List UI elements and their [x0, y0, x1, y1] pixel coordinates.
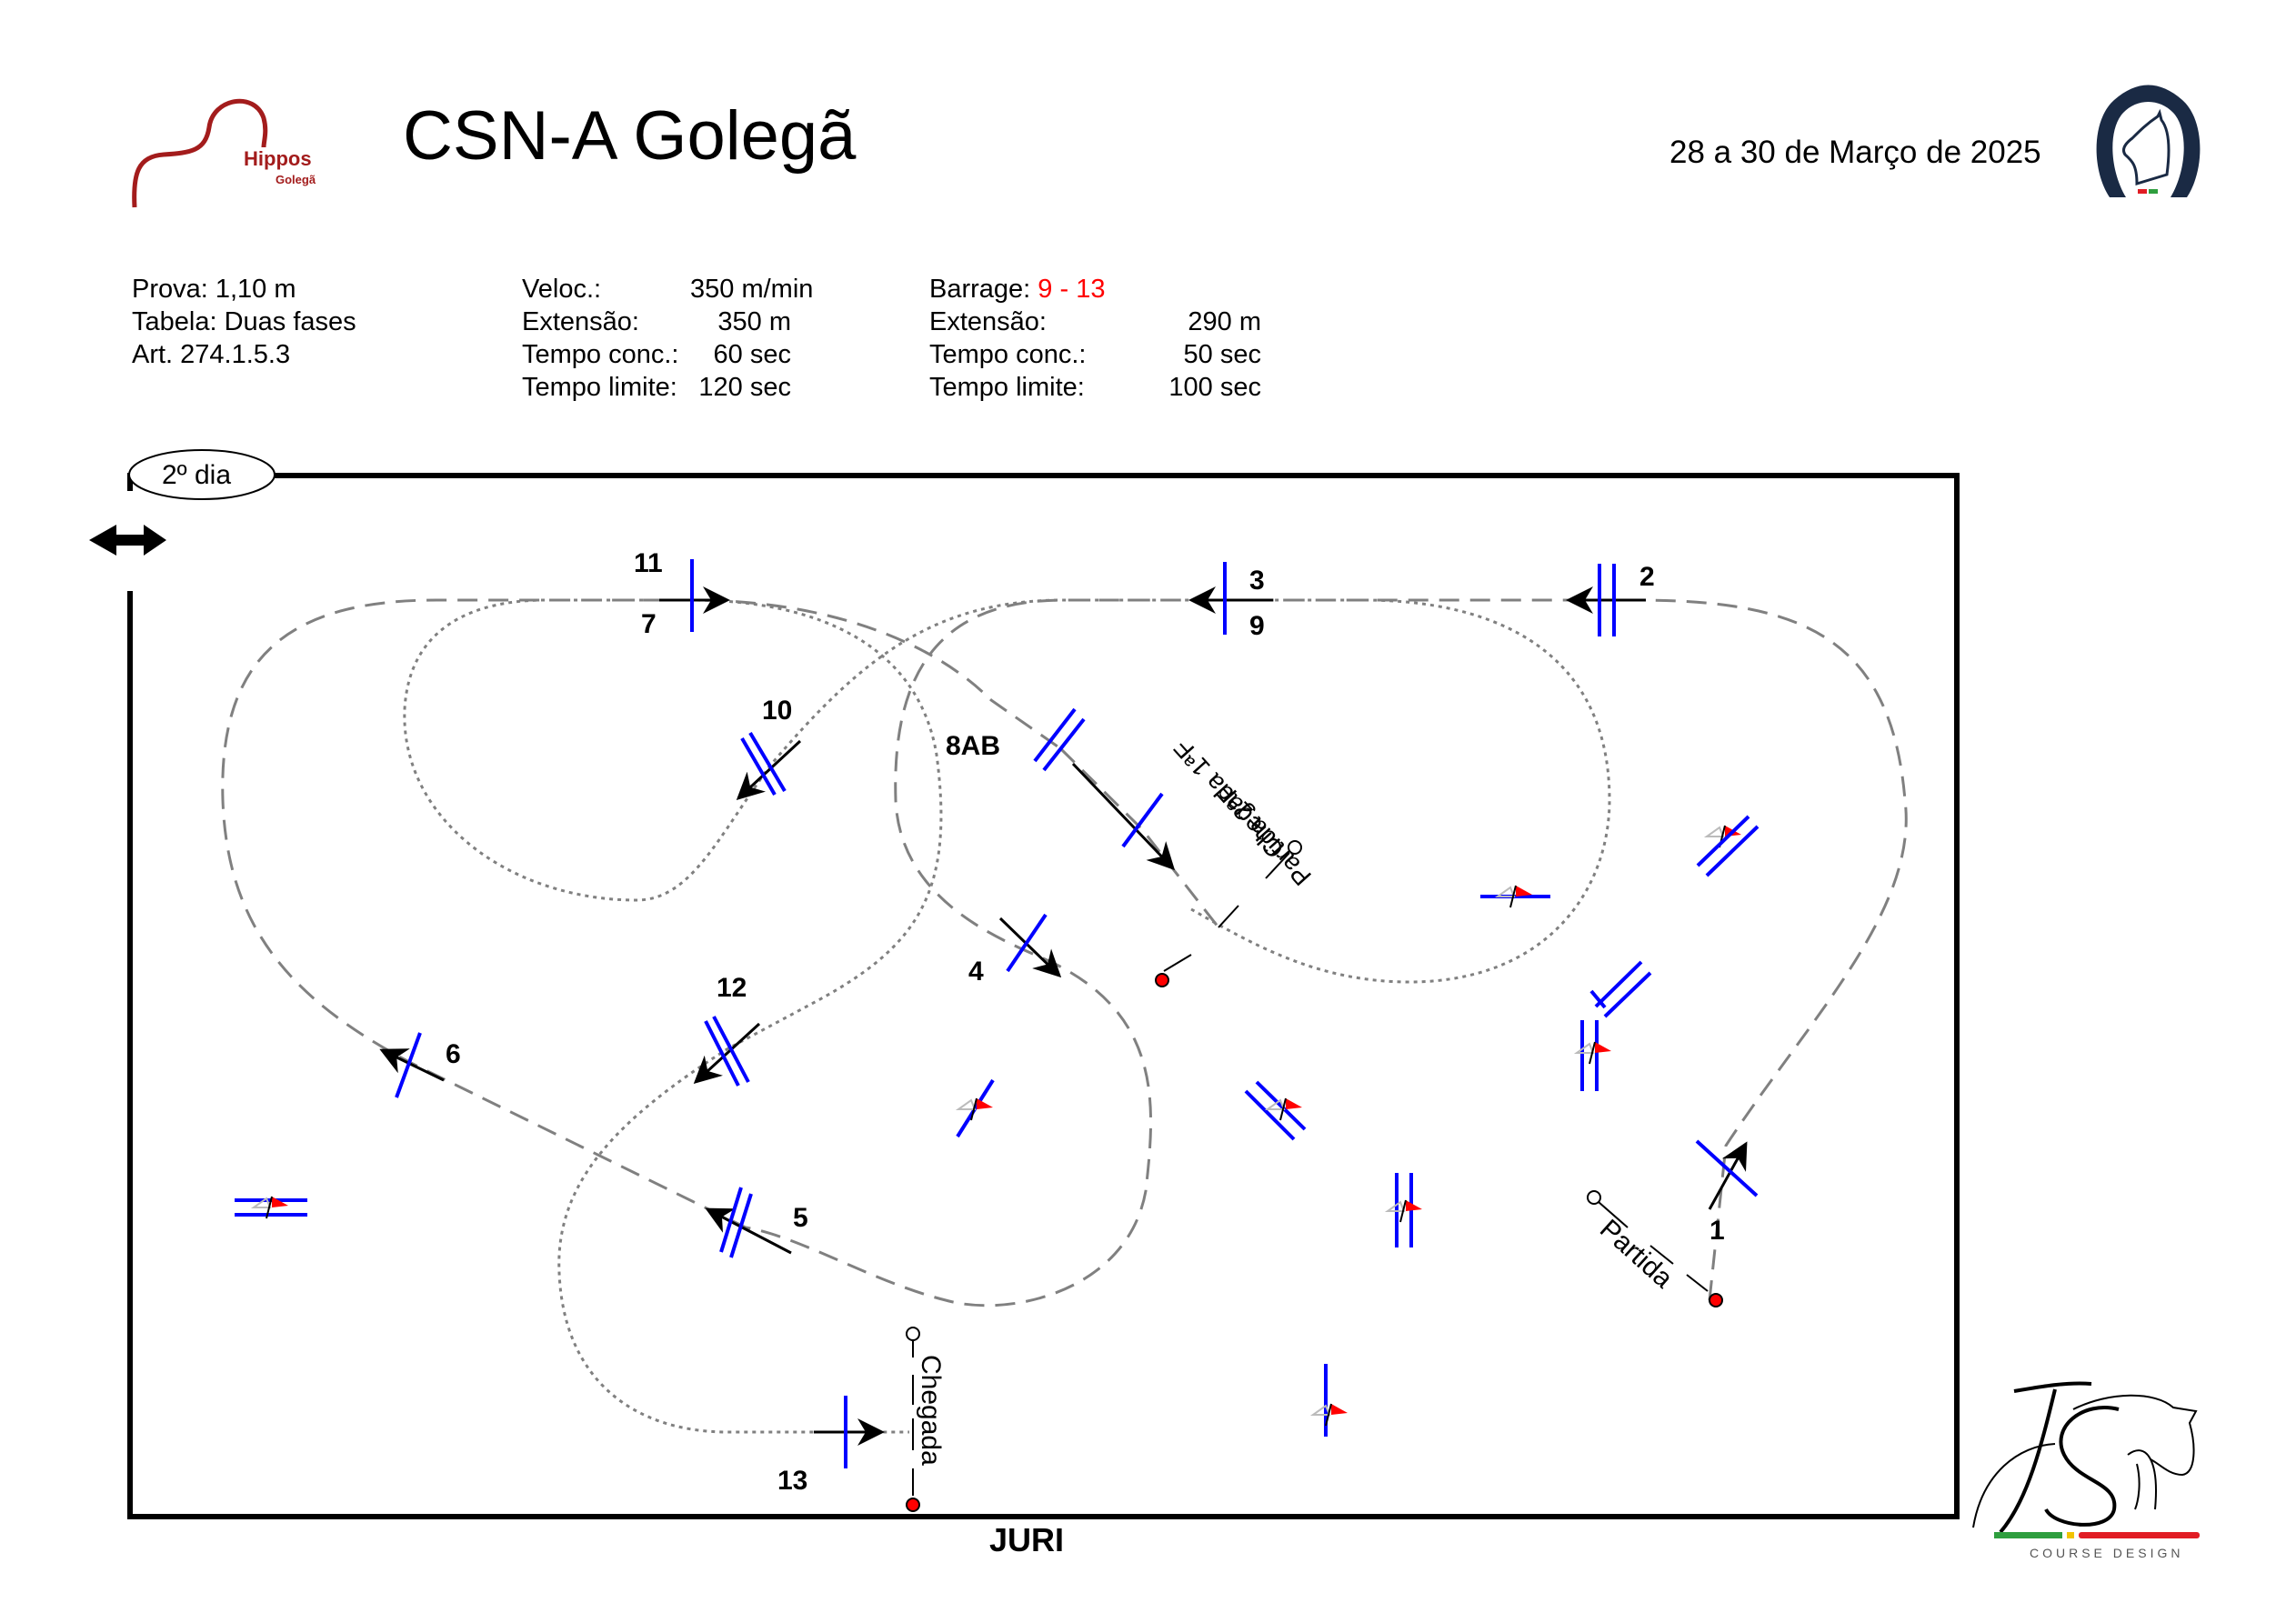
value: 60 sec	[713, 340, 791, 369]
label: Veloc.:	[522, 275, 602, 304]
finish-label: Chegada	[916, 1355, 946, 1466]
flag-icon	[955, 1097, 993, 1121]
fence-6[interactable]	[395, 1032, 422, 1098]
flag-icon	[250, 1196, 288, 1219]
spare-fence	[1696, 815, 1760, 877]
flag-icon	[1309, 1403, 1348, 1427]
fence-12[interactable]	[704, 1016, 750, 1087]
spare-fence	[1244, 1080, 1307, 1141]
finish1-start2-line	[1155, 840, 1302, 987]
spare-fence	[1589, 960, 1652, 1018]
arrow-fence-4	[998, 917, 1062, 978]
label: Extensão:	[929, 307, 1047, 336]
fence-label-13: 13	[777, 1466, 808, 1496]
label: Tempo limite:	[929, 373, 1085, 402]
arena-wall	[127, 473, 1960, 1519]
js-course-design-logo-icon	[1972, 1381, 2200, 1538]
fence-label-11: 11	[634, 548, 663, 578]
fence-10[interactable]	[740, 731, 787, 796]
fence-label-6: 6	[446, 1039, 461, 1069]
fence-5[interactable]	[719, 1187, 753, 1258]
arrow-fence-10	[736, 739, 802, 801]
arrow-fence-6	[379, 1048, 445, 1082]
page-title: CSN-A Golegã	[403, 97, 857, 175]
flag-icon	[1573, 1041, 1611, 1065]
fence-label-1: 1	[1709, 1216, 1725, 1246]
info-row-time-limit: Tempo limite: 100 sec	[929, 371, 1261, 404]
fence-1[interactable]	[1695, 1139, 1759, 1197]
barrage-fences: 9 - 13	[1038, 275, 1106, 304]
day-label: 2º dia	[162, 460, 232, 490]
value: 350 m	[717, 307, 791, 336]
flag-icon	[1384, 1199, 1422, 1223]
spare-fence	[1580, 1020, 1599, 1091]
info-article: Art. 274.1.5.3	[132, 340, 291, 369]
js-course-design-logo: COURSE DESIGN	[1964, 1373, 2228, 1582]
value: 290 m	[1188, 307, 1261, 336]
info-row-time-allowed: Tempo conc.: 60 sec	[522, 338, 791, 371]
fence-label-8ab: 8AB	[946, 731, 1001, 761]
hippos-logo-icon	[132, 98, 268, 208]
fence-label-4: 4	[968, 957, 984, 987]
jury-label: JURI	[989, 1521, 1065, 1558]
jumpoff-info: Barrage: 9 - 13 Extensão: 290 m Tempo con…	[929, 273, 1261, 404]
label: Tempo conc.:	[522, 340, 679, 369]
hippos-logo: Hippos Golegã	[127, 91, 346, 214]
hippos-logo-sub: Golegã	[276, 173, 316, 186]
fence-label-12: 12	[717, 973, 747, 1003]
event-date: 28 a 30 de Março de 2025	[1669, 135, 2041, 170]
fence-label-10: 10	[762, 696, 793, 726]
value: 120 sec	[698, 373, 791, 402]
fence-label-3: 3	[1249, 566, 1265, 596]
value: 50 sec	[1183, 340, 1261, 369]
info-prova: Prova: 1,10 m	[132, 275, 296, 304]
fence-2[interactable]	[1598, 564, 1616, 636]
route-phase1	[221, 598, 1908, 1307]
label: Extensão:	[522, 307, 639, 336]
fep-horse-logo-icon	[2096, 85, 2201, 197]
fence-label-9: 9	[1249, 611, 1265, 641]
info-row-barrage: Barrage: 9 - 13	[929, 273, 1261, 306]
flag-icon	[1264, 1097, 1302, 1121]
hippos-logo-name: Hippos	[244, 147, 312, 170]
fence-4[interactable]	[1006, 913, 1048, 973]
fep-logo	[2087, 84, 2210, 206]
arrow-fence-1	[1708, 1141, 1748, 1210]
start-line	[1587, 1190, 1723, 1307]
fence-8b[interactable]	[1121, 792, 1164, 848]
finish-line	[906, 1327, 920, 1512]
fence-8a[interactable]	[1033, 707, 1086, 772]
double-arrow-icon	[89, 525, 166, 556]
arrow-fence-12	[693, 1022, 761, 1085]
info-row-time-limit: Tempo limite: 120 sec	[522, 371, 791, 404]
value: 100 sec	[1168, 373, 1261, 402]
info-tabela: Tabela: Duas fases	[132, 307, 356, 336]
arrow-fence-5	[705, 1207, 792, 1255]
fences	[235, 559, 1759, 1468]
direction-arrows	[379, 586, 1748, 1446]
info-row-length: Extensão: 290 m	[929, 306, 1261, 338]
info-row-time-allowed: Tempo conc.: 50 sec	[929, 338, 1261, 371]
fence-label-5: 5	[793, 1203, 808, 1233]
fence-label-2: 2	[1639, 562, 1655, 592]
arrow-fence-8	[1071, 762, 1176, 871]
js-logo-caption: COURSE DESIGN	[2030, 1546, 2184, 1560]
day-badge	[128, 449, 276, 500]
flag-icon	[1494, 885, 1532, 908]
label: Tempo limite:	[522, 373, 677, 402]
info-row-length: Extensão: 350 m	[522, 306, 791, 338]
label: Tempo conc.:	[929, 340, 1087, 369]
label: Barrage:	[929, 275, 1031, 304]
fence-label-7: 7	[641, 609, 657, 639]
competition-info: Prova: 1,10 m Tabela: Duas fases Art. 27…	[132, 273, 356, 371]
route-jumpoff	[403, 598, 1611, 1434]
route-phase1-end	[1058, 746, 1220, 928]
arena-walls	[127, 473, 1960, 1519]
flags	[250, 825, 1741, 1427]
